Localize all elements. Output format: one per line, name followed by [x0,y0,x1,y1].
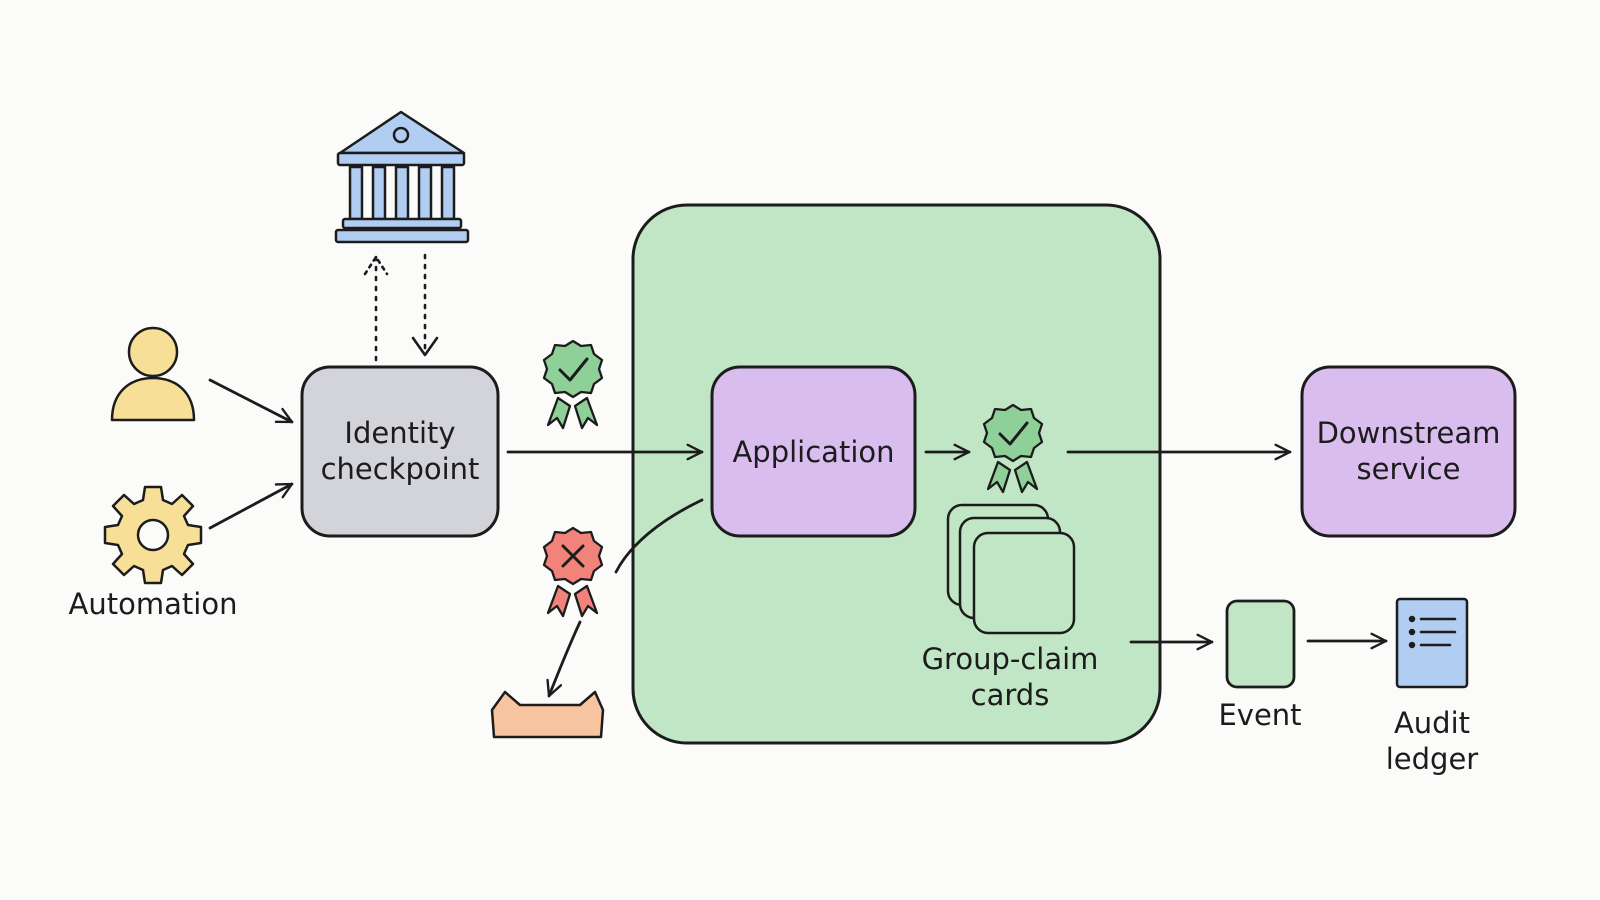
identity-checkpoint-line-2: checkpoint [320,452,480,486]
arrow-to-rejected-tray [546,620,582,698]
document-icon [1395,597,1469,689]
arrow-automation-to-checkpoint [208,482,294,530]
institution-icon [334,110,470,244]
event-box [1225,599,1296,689]
audit-ledger-line-2: ledger [1385,742,1479,776]
person-icon [110,326,196,422]
downstream-service-line-1: Downstream [1316,416,1501,450]
dotted-arrowhead-down [411,336,439,357]
identity-checkpoint-box [300,365,500,538]
identity-checkpoint-line-1: Identity [344,416,456,450]
downstream-service-label: Downstream service [1302,415,1515,487]
tray-icon [490,690,605,739]
dotted-arrowhead-up [363,254,389,276]
valid-token-badge-icon [542,339,604,430]
audit-ledger-line-1: Audit [1393,706,1471,740]
group-claim-cards-line-1: Group-claim [921,642,1099,676]
arrow-user-to-checkpoint [208,378,294,424]
group-claim-cards-icon [946,503,1076,635]
downstream-service-box [1300,365,1517,538]
downstream-service-line-2: service [1356,452,1461,486]
audit-ledger-label: Audit ledger [1362,705,1502,777]
issued-token-badge-icon [982,403,1044,494]
automation-label: Automation [68,587,238,621]
group-claim-cards-line-2: cards [970,678,1050,712]
application-label: Application [732,435,895,469]
application-box [710,365,917,538]
gear-icon [103,485,203,585]
reject-path-curve [614,498,704,574]
event-label: Event [1218,698,1302,732]
identity-checkpoint-label: Identity checkpoint [302,415,498,487]
group-claim-cards-label: Group-claim cards [900,641,1120,713]
invalid-token-badge-icon [542,526,604,618]
